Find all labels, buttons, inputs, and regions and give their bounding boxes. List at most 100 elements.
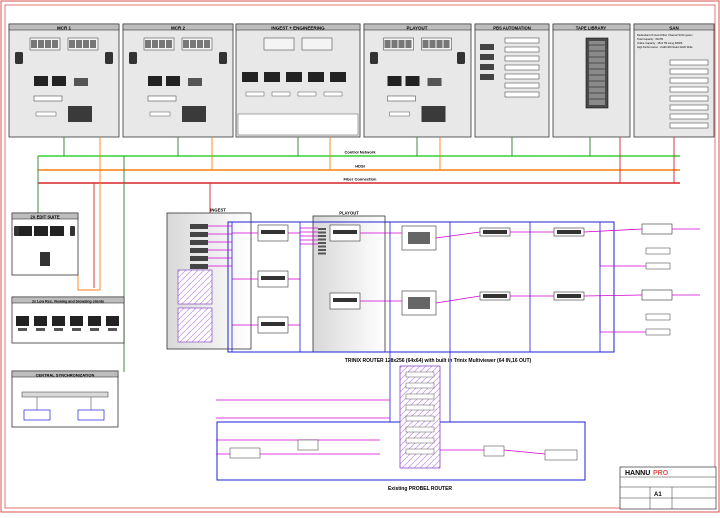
low-res-title: 2x Low Res, Viewing and browsing clients: [32, 299, 104, 303]
rack-unit: [245, 91, 265, 97]
rack-unit: [35, 111, 57, 117]
room-title-pbs: PBS AUTOMATION: [493, 26, 531, 31]
ingest-monitor: [242, 72, 258, 82]
ingest-monitor: [286, 72, 302, 82]
probel-module: [405, 393, 435, 400]
workstation-monitor: [405, 76, 420, 86]
monitor-tile: [436, 40, 443, 48]
lowres-keyboard: [72, 328, 81, 331]
speaker-icon: [457, 52, 465, 64]
automation-server: [504, 91, 540, 98]
probel-converter: [483, 445, 505, 457]
ingest-deck: [190, 248, 208, 253]
automation-server: [504, 73, 540, 80]
control-panel: [74, 78, 88, 86]
playout-port: [318, 245, 326, 248]
speaker-icon: [105, 52, 113, 64]
room-title-mcr2: MCR 2: [171, 26, 185, 31]
monitoring-unit: [645, 262, 671, 270]
probel-module: [405, 382, 435, 389]
monitor-tile: [197, 40, 203, 48]
san-storage-unit: [669, 95, 709, 102]
monitor-tile: [405, 40, 412, 48]
ingest-monitor: [308, 72, 324, 82]
monitor-wall: [301, 37, 333, 51]
bus-label-fiber: Fiber Connection: [344, 177, 377, 182]
edit-monitor: [50, 226, 64, 236]
lowres-client-monitor: [88, 316, 101, 326]
monitor-tile: [45, 40, 51, 48]
monitor-tile: [190, 40, 196, 48]
monitor-tile: [391, 40, 398, 48]
playout-port: [318, 242, 326, 244]
monitor-tile: [90, 40, 96, 48]
lowres-keyboard: [108, 328, 117, 331]
speaker-icon: [15, 52, 23, 64]
monitor-tile: [398, 40, 405, 48]
monitoring-unit: [645, 328, 671, 336]
monitor-tile: [145, 40, 151, 48]
automation-server: [504, 82, 540, 89]
monitoring-unit: [645, 313, 671, 321]
transmitter-output: [641, 289, 673, 301]
central-sync-title: CENTRAL SYNCHRONIZATION: [36, 372, 95, 377]
low-res-box: 2x Low Res, Viewing and browsing clients: [11, 296, 125, 344]
room-tape-library: TAPE LIBRARY: [552, 23, 631, 138]
room-title-tape: TAPE LIBRARY: [576, 26, 607, 31]
ingest-area-title: INGEST: [210, 208, 226, 213]
san-line-1: Redundant 2X Gen4 Fiber Channel SAN syst…: [637, 33, 693, 37]
monitoring-unit: [645, 247, 671, 255]
monitor-tile: [166, 40, 172, 48]
san-line-3: Online Capacity : 45x2 TB using RAID5: [637, 41, 683, 45]
monitor-tile: [429, 40, 436, 48]
switcher-panel: [408, 297, 430, 309]
left-equipment: [14, 226, 119, 331]
monitor-tile: [152, 40, 158, 48]
title-block: HANNU PRO A1: [619, 466, 717, 510]
video-server: [421, 106, 446, 122]
san-storage-unit: [669, 77, 709, 84]
middle-equipment: [177, 222, 700, 461]
probel-router-title: Existing PROBEL ROUTER: [388, 486, 452, 492]
bus-label-hdsi: HDSI: [355, 164, 365, 169]
rack-unit: [389, 111, 410, 117]
monitor-tile: [31, 40, 37, 48]
video-server: [68, 106, 92, 122]
playout-port: [318, 231, 326, 234]
server-front: [333, 230, 357, 234]
monitor-tile: [159, 40, 165, 48]
automation-client: [480, 74, 494, 80]
rack-unit: [297, 91, 317, 97]
brand-name: HANNU: [625, 470, 650, 477]
processing-front: [557, 294, 581, 298]
workstation-monitor: [52, 76, 66, 86]
rack-unit: [147, 95, 177, 102]
san-storage-unit: [669, 59, 709, 66]
monitor-tile: [422, 40, 429, 48]
ingest-deck: [190, 224, 208, 229]
ingest-deck: [190, 264, 208, 269]
edit-suite-title: 2X EDIT SUITE: [30, 215, 60, 220]
ingest-rack-b: [177, 307, 213, 343]
probel-module: [405, 371, 435, 378]
automation-client: [480, 54, 494, 60]
automation-client: [480, 64, 494, 70]
processing-front: [483, 230, 507, 234]
room-equipment: [15, 37, 709, 129]
room-title-ingest: INGEST + ENGINEERING: [271, 26, 325, 31]
lowres-keyboard: [36, 328, 45, 331]
ingest-rack-a: [177, 269, 213, 305]
signal-line: [435, 231, 481, 239]
lowres-client-monitor: [52, 316, 65, 326]
transmitter-output: [641, 223, 673, 235]
probel-module: [405, 415, 435, 422]
monitor-tile: [76, 40, 82, 48]
video-server: [182, 106, 206, 122]
signal-line: [503, 449, 546, 455]
control-panel: [427, 78, 442, 86]
lowres-keyboard: [90, 328, 99, 331]
monitor-tile: [204, 40, 210, 48]
rack-unit: [33, 95, 63, 102]
